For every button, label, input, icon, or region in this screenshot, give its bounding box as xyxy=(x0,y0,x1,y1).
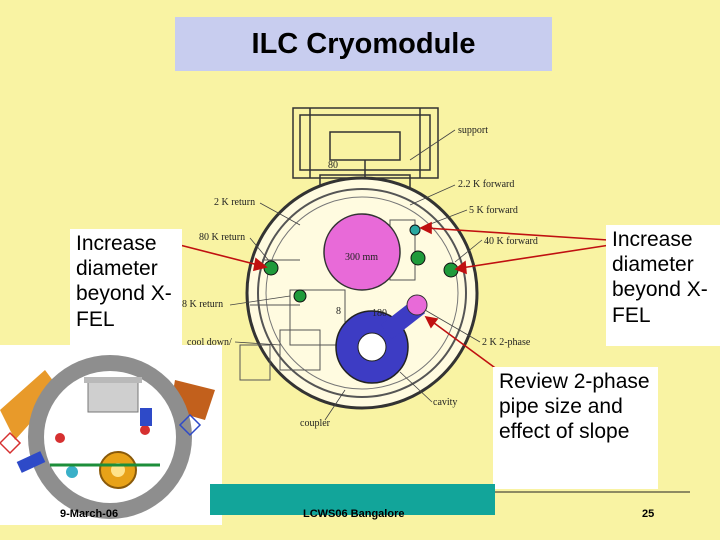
teal-pipe xyxy=(409,224,421,236)
label-40k-forward: 40 K forward xyxy=(484,236,538,247)
label-5k-forward: 5 K forward xyxy=(469,205,518,216)
footer-event: LCWS06 Bangalore xyxy=(303,508,405,520)
label-80k-return: 80 K return xyxy=(199,232,245,243)
thermal-shield xyxy=(257,188,467,398)
green-pipe-far-right xyxy=(443,262,459,278)
footer-page: 25 xyxy=(642,508,655,520)
label-8: 8 xyxy=(336,306,341,317)
green-pipe-left-2 xyxy=(293,289,307,303)
callout-arrows xyxy=(167,221,611,371)
label-8k-return: 8 K return xyxy=(182,299,223,310)
cryomodule-photo xyxy=(0,345,222,525)
footer-bar xyxy=(210,484,495,515)
inner-shield xyxy=(265,196,459,390)
small-pink-pipe xyxy=(406,294,428,316)
green-pipe-left xyxy=(263,260,279,276)
label-cool-down: cool down/ xyxy=(187,337,232,348)
label-cavity: cavity xyxy=(433,397,457,408)
callout-left-text: Increase diameter beyond X-FEL xyxy=(76,232,172,331)
callout-right: Increase diameter beyond X-FEL xyxy=(606,225,720,346)
label-300mm: 300 mm xyxy=(345,252,378,263)
label-80: 80 xyxy=(328,160,338,171)
label-2-2k-forward: 2.2 K forward xyxy=(458,179,514,190)
callout-left: Increase diameter beyond X-FEL xyxy=(70,229,182,346)
green-pipe-right xyxy=(410,250,426,266)
label-180: 180 xyxy=(372,308,387,319)
footer-date: 9-March-06 xyxy=(60,508,119,520)
label-2k-2-phase: 2 K 2-phase xyxy=(482,337,531,348)
gas-return-pipe xyxy=(323,213,401,291)
page-title: ILC Cryomodule xyxy=(251,27,476,60)
outer-vessel xyxy=(245,176,479,410)
callout-right-text: Increase diameter beyond X-FEL xyxy=(612,228,708,327)
callout-review: Review 2-phase pipe size and effect of s… xyxy=(493,367,658,489)
callout-review-text: Review 2-phase pipe size and effect of s… xyxy=(499,370,650,444)
two-phase-pipe-inner xyxy=(357,332,387,362)
label-2k-return: 2 K return xyxy=(214,197,255,208)
label-coupler: coupler xyxy=(300,418,331,429)
title-box: ILC Cryomodule xyxy=(175,17,552,71)
label-support: support xyxy=(458,125,488,136)
